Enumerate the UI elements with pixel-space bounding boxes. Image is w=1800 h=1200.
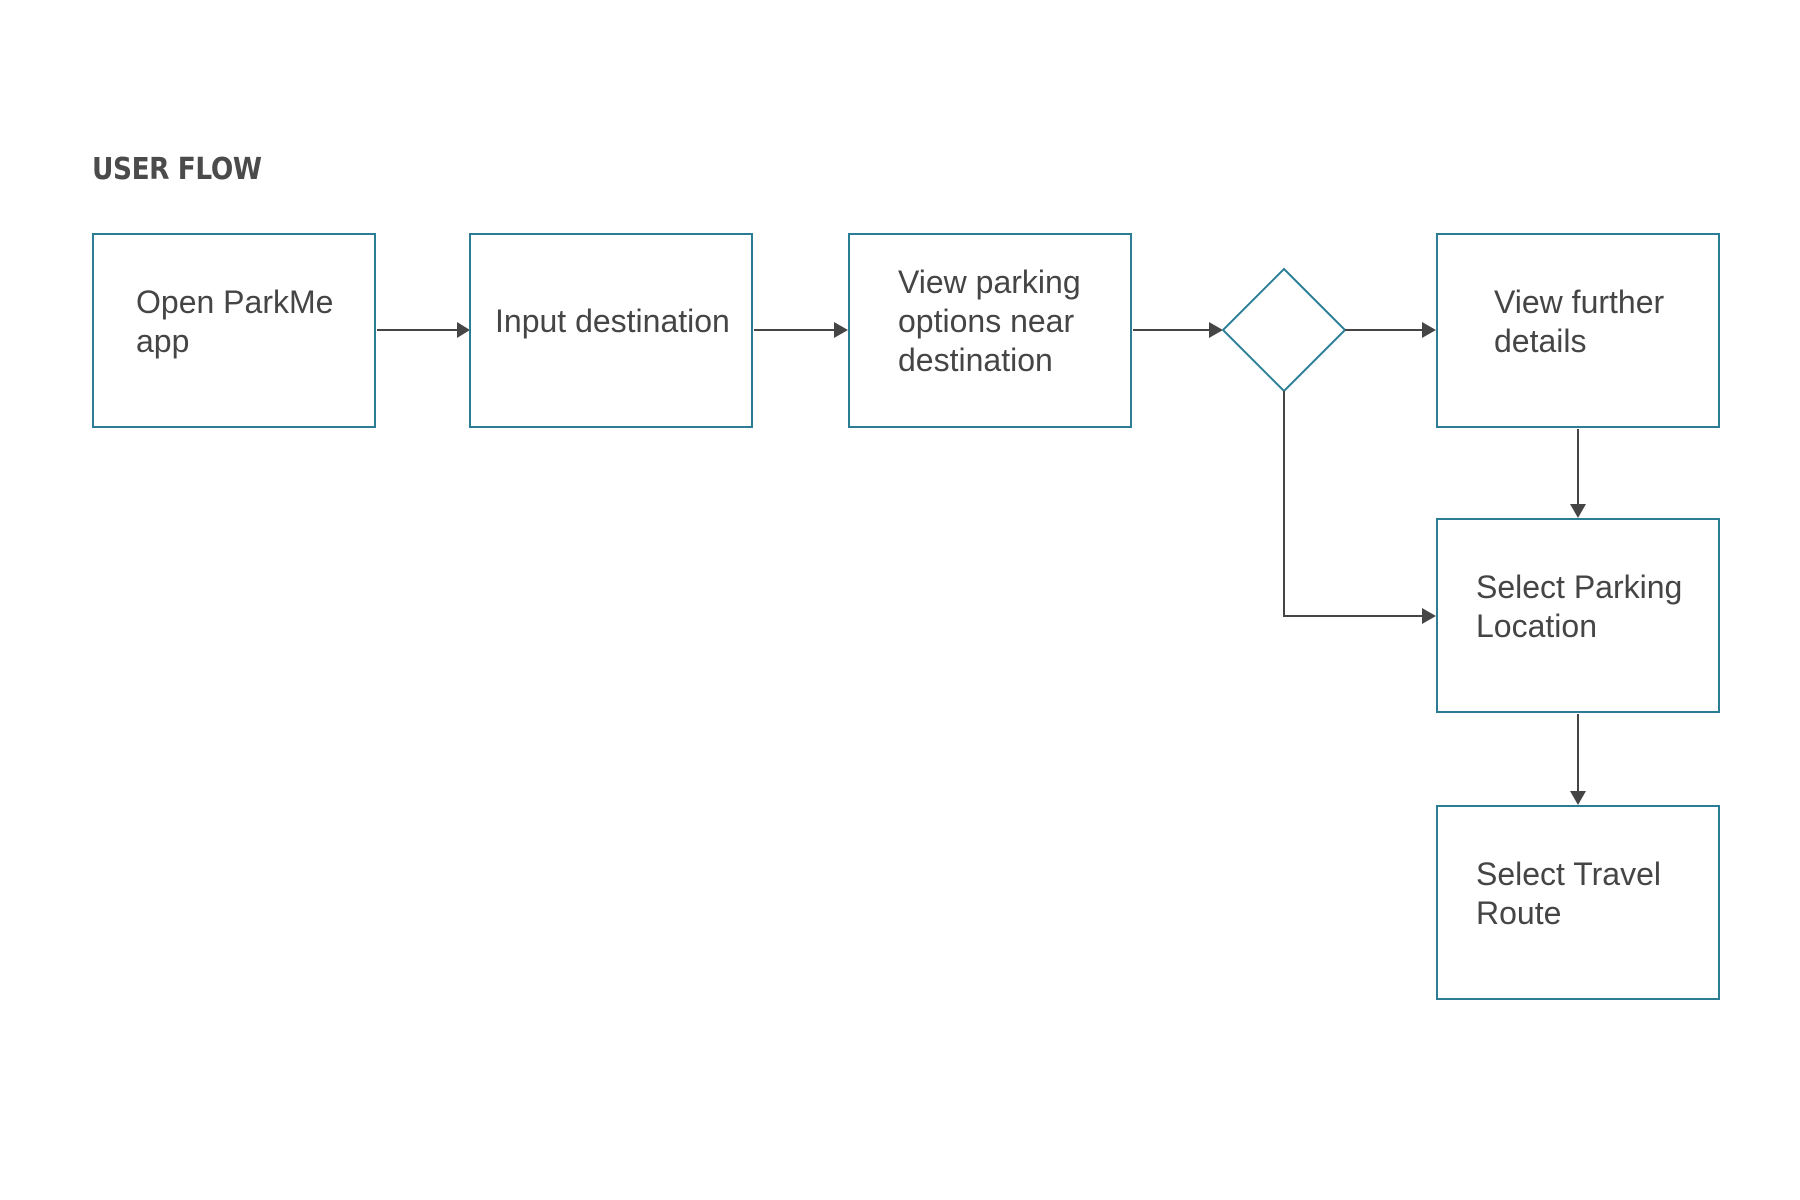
node-select-travel-route[interactable]: Select Travel Route [1436,805,1720,1000]
node-view-parking-options[interactable]: View parking options near destination [848,233,1132,428]
node-label: Open ParkMe app [136,283,334,359]
node-label: Select Travel Route [1476,855,1661,931]
node-label: Select Parking Location [1476,568,1683,644]
edge-decision-to-select-parking [1283,391,1428,617]
page-title: USER FLOW [92,152,262,187]
arrowhead-icon [1209,322,1223,338]
node-input-destination[interactable]: Input destination [469,233,753,428]
node-label: View parking options near destination [898,264,1081,378]
arrowhead-icon [1422,608,1436,624]
node-open-app[interactable]: Open ParkMe app [92,233,376,428]
node-label: View further details [1494,283,1665,359]
arrowhead-icon [1570,504,1586,518]
node-select-parking-location[interactable]: Select Parking Location [1436,518,1720,713]
decision-diamond[interactable] [1221,267,1347,393]
arrowhead-icon [1422,322,1436,338]
node-label: Input destination [495,303,730,339]
arrowhead-icon [1570,791,1586,805]
arrowhead-icon [457,322,470,338]
node-view-further-details[interactable]: View further details [1436,233,1720,428]
arrowhead-icon [834,322,848,338]
